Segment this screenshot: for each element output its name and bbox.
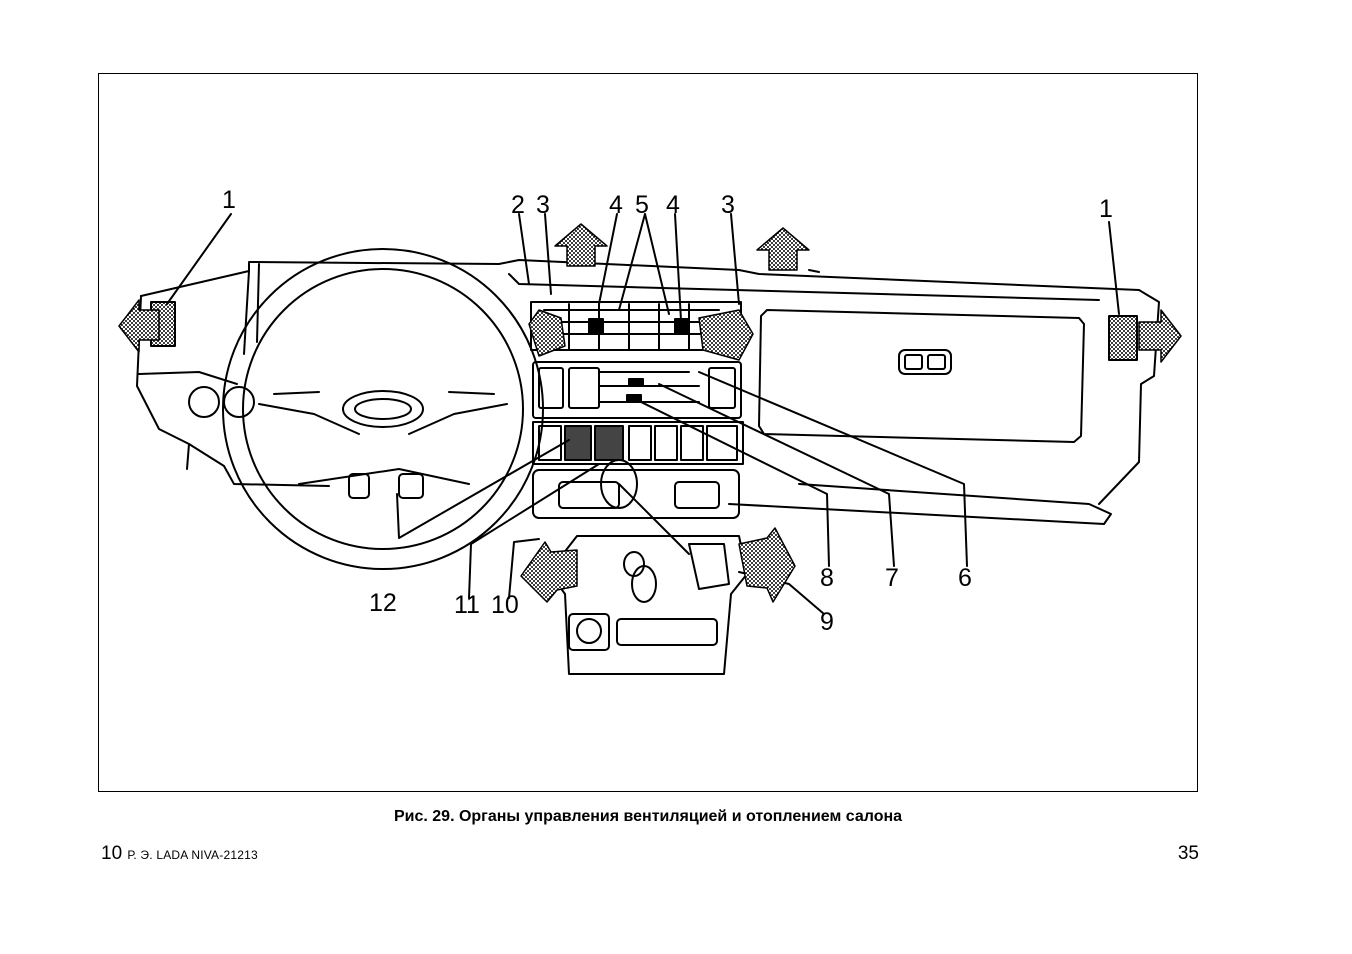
center-right-deflector-arrow: [698, 309, 754, 361]
floor-console: [548, 535, 748, 675]
callout-9: 9: [820, 608, 834, 636]
center-up-arrow-right: [756, 227, 810, 271]
right-side-airflow-arrow: [1138, 309, 1182, 363]
callout-12: 12: [369, 589, 397, 617]
dashboard-illustration: [118, 213, 1182, 675]
left-side-airflow-arrow: [118, 299, 160, 353]
callout-7: 7: [885, 564, 899, 592]
floor-right-arrow: [738, 527, 796, 603]
callout-1-right: 1: [1099, 195, 1113, 223]
callout-3-left: 3: [536, 191, 550, 219]
callout-8: 8: [820, 564, 834, 592]
callout-4-right: 4: [666, 191, 680, 219]
center-left-deflector-arrow: [528, 309, 566, 357]
callout-1-left: 1: [222, 186, 236, 214]
callout-5: 5: [635, 191, 649, 219]
footer-left: 10 Р. Э. LADA NIVA-21213: [101, 843, 258, 865]
right-side-vent: [1108, 315, 1138, 361]
footer-sheet-number: 10: [101, 843, 123, 864]
gear-lever: [618, 483, 690, 555]
center-up-arrow-left: [554, 223, 608, 267]
dashboard-top-edge: [140, 259, 1160, 505]
callout-4-left: 4: [609, 191, 623, 219]
callout-6: 6: [958, 564, 972, 592]
figure-caption: Рис. 29. Органы управления вентиляцией и…: [393, 808, 903, 825]
floor-left-arrow: [520, 541, 578, 603]
steering-wheel-rim: [222, 248, 544, 570]
page-number: 35: [1177, 843, 1199, 864]
callout-11: 11: [454, 591, 480, 619]
figure-frame: [98, 73, 1198, 792]
callout-2: 2: [511, 191, 525, 219]
switch-panel: [532, 421, 744, 465]
callout-3-right: 3: [721, 191, 735, 219]
glove-box-latch: [898, 349, 952, 375]
glove-box: [758, 309, 1085, 443]
footer-document-title: Р. Э. LADA NIVA-21213: [127, 848, 258, 862]
callout-10: 10: [491, 591, 519, 619]
